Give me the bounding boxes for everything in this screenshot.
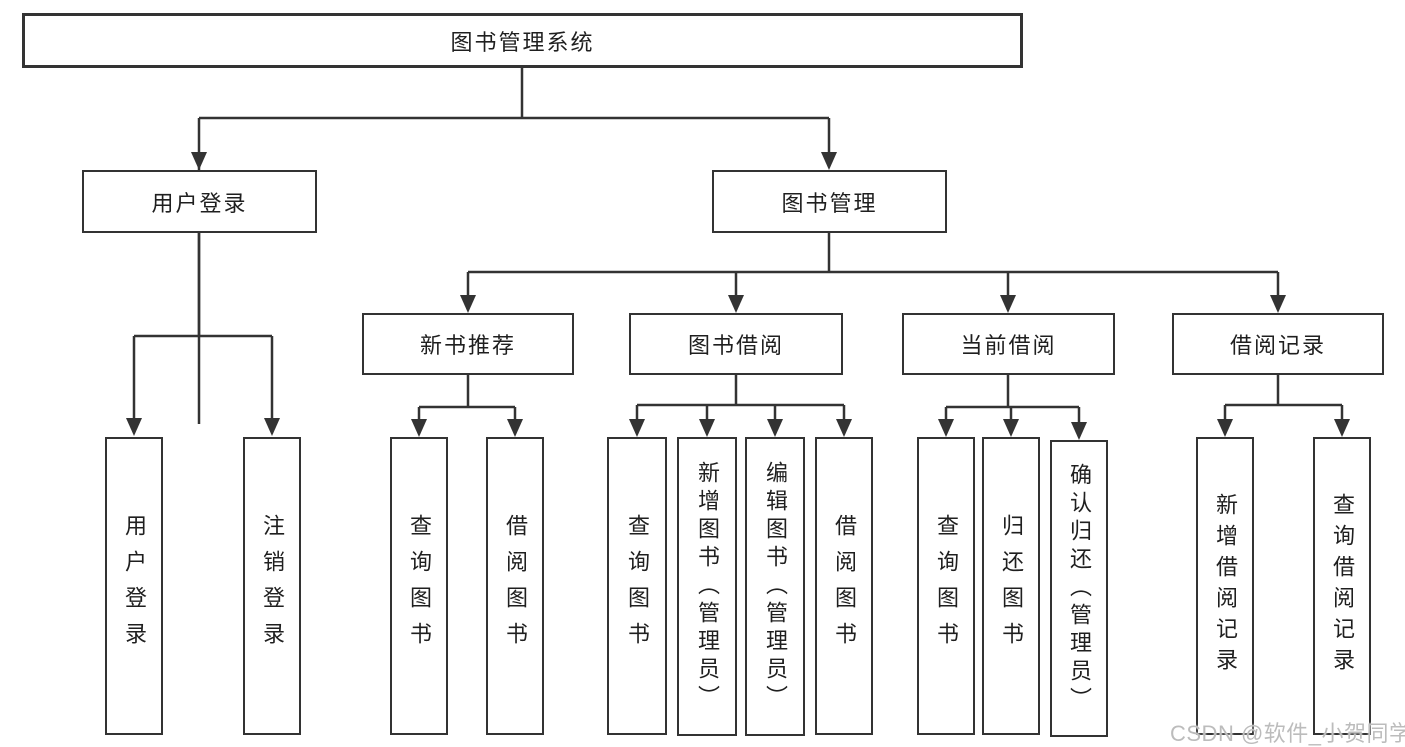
node-new-book-recommend-label: 新书推荐 [419,333,516,358]
node-book-borrow-label: 图书借阅 [687,333,784,358]
leaf-confirm-return-admin: 确认归还（管理员） [1050,440,1108,737]
node-book-borrow: 图书借阅 [629,313,843,375]
arrowheads [126,152,1350,440]
leaf-logout: 注销登录 [243,437,301,735]
node-root: 图书管理系统 [22,13,1023,68]
leaf-add-borrow-record: 新增借阅记录 [1196,437,1254,735]
leaf-query-books-borrow: 查询图书 [607,437,667,735]
node-user-login-branch-label: 用户登录 [151,190,248,216]
node-borrow-records: 借阅记录 [1172,313,1384,375]
leaf-borrow-books-recommend: 借阅图书 [486,437,544,735]
node-borrow-records-label: 借阅记录 [1229,333,1326,358]
leaf-borrow-books: 借阅图书 [815,437,873,735]
node-current-borrow: 当前借阅 [902,313,1115,375]
node-current-borrow-label: 当前借阅 [960,333,1057,358]
leaf-query-books-current: 查询图书 [917,437,975,735]
leaf-query-books-recommend: 查询图书 [390,437,448,735]
node-user-login-branch: 用户登录 [82,170,317,233]
leaf-edit-book-admin: 编辑图书（管理员） [745,437,805,736]
leaf-add-book-admin: 新增图书（管理员） [677,437,737,736]
node-book-management-label: 图书管理 [781,190,878,216]
leaf-return-book: 归还图书 [982,437,1040,735]
node-root-label: 图书管理系统 [450,29,595,55]
csdn-watermark: CSDN @软件_小贺同学 [1170,721,1405,746]
node-book-management: 图书管理 [712,170,947,233]
leaf-user-login: 用户登录 [105,437,163,735]
leaf-query-borrow-record: 查询借阅记录 [1313,437,1371,735]
node-new-book-recommend: 新书推荐 [362,313,574,375]
